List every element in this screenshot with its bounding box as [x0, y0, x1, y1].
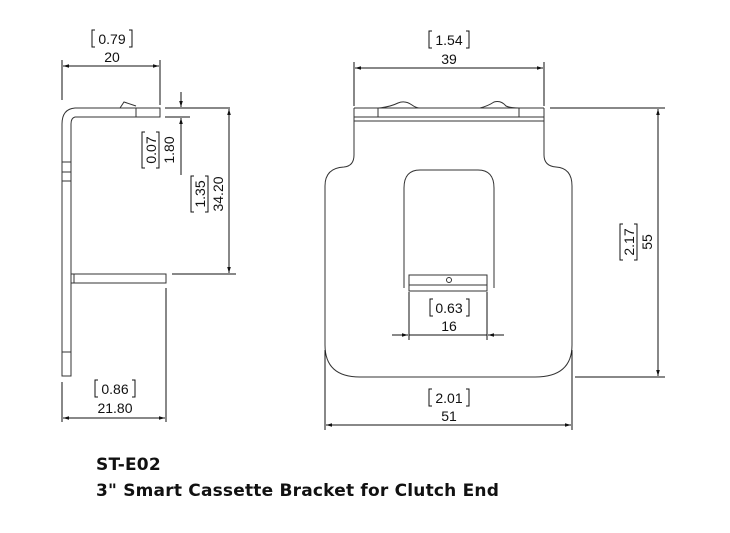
side-flange-spacing-mm: 34.20 [210, 176, 226, 211]
side-flange-spacing-inch: 1.35 [192, 180, 208, 207]
front-slot-width-label: 0.63 16 [429, 298, 470, 334]
front-top-width-inch: 1.54 [435, 32, 462, 48]
side-view [61, 101, 167, 377]
front-slot-width-mm: 16 [441, 318, 457, 334]
front-height-inch: 2.17 [621, 228, 637, 255]
front-tongue [408, 274, 488, 292]
front-overall-width-mm: 51 [441, 408, 457, 424]
side-view-dimensions [61, 60, 236, 422]
front-slot-width-inch: 0.63 [435, 300, 462, 316]
front-top-width-label: 1.54 39 [428, 30, 470, 67]
front-top-width-mm: 39 [441, 51, 457, 67]
side-thickness-label: 0.07 1.80 [141, 131, 177, 169]
side-top-width-mm: 20 [104, 49, 120, 65]
front-height-label: 2.17 55 [619, 223, 655, 261]
side-top-width-inch: 0.79 [98, 31, 125, 47]
front-overall-width-label: 2.01 51 [428, 388, 470, 424]
side-flange-spacing-label: 1.35 34.20 [190, 175, 226, 213]
front-window-cutout [403, 169, 495, 288]
side-bottom-width-label: 0.86 21.80 [94, 379, 136, 416]
side-vertical-plate [61, 124, 72, 377]
front-top-strip [354, 107, 544, 122]
front-view [324, 101, 573, 378]
front-height-mm: 55 [639, 234, 655, 250]
side-top-width-label: 0.79 20 [91, 29, 133, 65]
side-top-bend [61, 107, 161, 125]
part-number: ST-E02 [96, 455, 161, 475]
side-bottom-width-inch: 0.86 [101, 381, 128, 397]
side-bottom-width-mm: 21.80 [97, 400, 132, 416]
side-thickness-mm: 1.80 [161, 136, 177, 163]
front-overall-width-inch: 2.01 [435, 390, 462, 406]
front-outline [324, 108, 573, 378]
front-view-dimensions [324, 62, 665, 430]
side-thickness-inch: 0.07 [143, 136, 159, 163]
part-description: 3" Smart Cassette Bracket for Clutch End [96, 481, 500, 501]
side-bottom-flange [70, 273, 167, 284]
